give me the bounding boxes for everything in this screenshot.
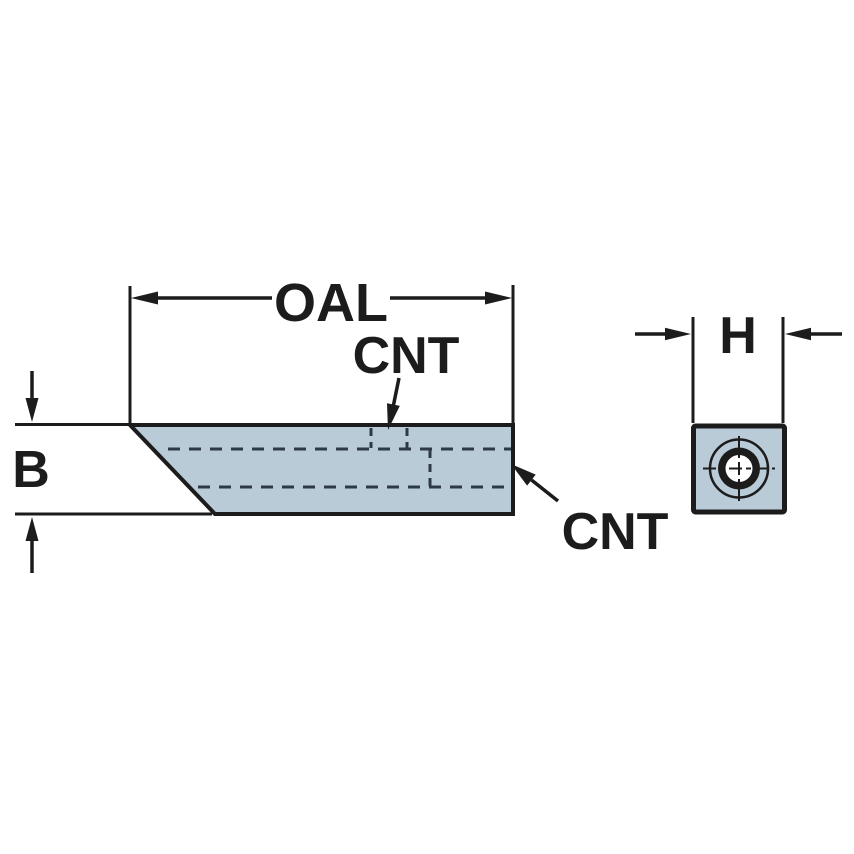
cnt-side-arrowhead — [511, 464, 536, 486]
oal-arrowhead-left — [131, 291, 158, 305]
cnt-leader-bottom: CNT — [511, 464, 669, 561]
h-dimension: H — [635, 307, 842, 423]
b-arrowhead-bottom — [25, 517, 39, 541]
b-dimension-label: B — [12, 441, 50, 499]
cnt-top-leader-line — [391, 377, 401, 406]
b-dimension: B — [12, 371, 212, 573]
cnt-side-leader-line — [530, 478, 560, 503]
front-view — [125, 423, 515, 516]
blank-body-profile — [125, 423, 515, 516]
oal-dimension-label: OAL — [274, 273, 388, 333]
b-arrowhead-top — [25, 398, 39, 422]
end-view — [691, 423, 787, 515]
h-dimension-label: H — [719, 307, 757, 365]
h-arrowhead-right — [785, 327, 811, 341]
cnt-top-arrowhead — [387, 403, 400, 430]
oal-arrowhead-right — [485, 291, 512, 305]
cnt-side-label: CNT — [562, 503, 669, 561]
h-arrowhead-left — [665, 327, 691, 341]
oal-dimension: OAL — [128, 273, 515, 424]
cnt-top-label: CNT — [353, 327, 460, 385]
cnt-leader-top: CNT — [353, 327, 460, 430]
